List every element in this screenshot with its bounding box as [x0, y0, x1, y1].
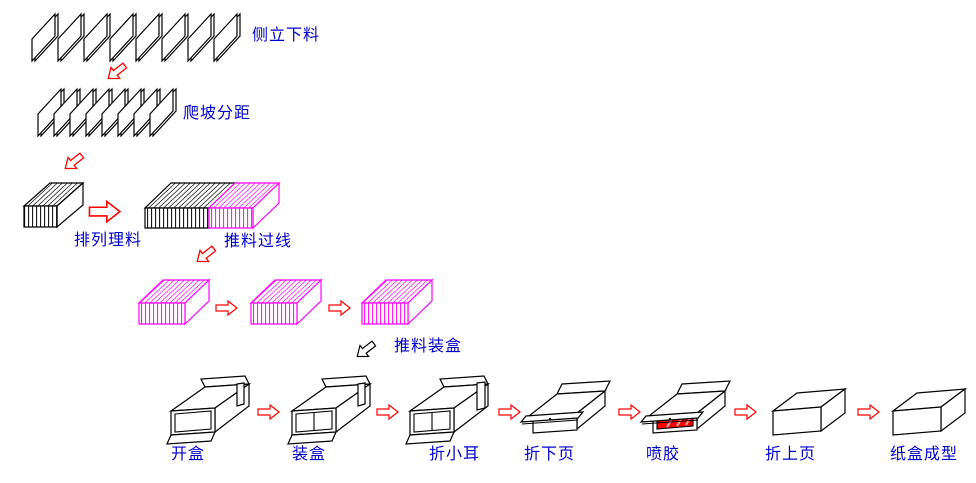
- flow-arrow-right-8-icon: [734, 404, 757, 420]
- flow-arrow-right-1-icon: [88, 200, 121, 223]
- flow-arrow-down-left-3-icon: [192, 242, 219, 268]
- box-fold-lower-flap-icon: [519, 380, 612, 434]
- flow-arrow-down-left-2-icon: [60, 149, 87, 175]
- flow-arrow-right-5-icon: [376, 404, 399, 420]
- plates-row-side-blanking-icon: [31, 13, 241, 62]
- box-open-icon: [166, 375, 252, 445]
- stage-label-open-box: 开盒: [171, 446, 206, 463]
- stage-label-side-blanking: 侧立下料: [252, 27, 321, 44]
- stage-label-arrange-material: 排列理料: [74, 232, 143, 249]
- stage-label-fold-small-ear: 折小耳: [429, 446, 481, 463]
- flow-arrow-right-4-icon: [257, 404, 280, 420]
- stage-label-climb-spacing: 爬坡分距: [183, 105, 252, 122]
- box-loaded-icon: [287, 375, 373, 445]
- stage-label-fold-lower-flap: 折下页: [524, 446, 576, 463]
- box-spray-glue-icon: [639, 380, 732, 434]
- stage-label-load-box: 装盒: [292, 446, 327, 463]
- flow-arrow-right-6-icon: [498, 404, 521, 420]
- box-fold-upper-flap-icon: [770, 387, 848, 436]
- stage-label-fold-upper-flap: 折上页: [765, 446, 817, 463]
- stack-magenta-1-icon: [138, 279, 210, 325]
- box-fold-small-ear-icon: [405, 375, 491, 445]
- stack-magenta-3-icon: [361, 279, 433, 325]
- stack-arranged-icon: [22, 181, 85, 229]
- flow-arrow-down-left-1-icon: [103, 59, 130, 85]
- flow-arrow-down-left-4-icon: [352, 337, 379, 363]
- flow-arrow-right-3-icon: [328, 300, 351, 316]
- stage-label-spray-glue: 喷胶: [646, 446, 681, 463]
- stage-label-push-over-line: 推料过线: [224, 233, 293, 250]
- stack-magenta-2-icon: [250, 279, 322, 325]
- stage-label-carton-formed: 纸盒成型: [890, 446, 959, 463]
- flow-arrow-right-9-icon: [857, 404, 880, 420]
- flow-arrow-right-7-icon: [618, 404, 641, 420]
- flow-arrow-right-2-icon: [215, 300, 238, 316]
- stage-label-push-into-box: 推料装盒: [394, 338, 463, 355]
- stack-push-over-line-icon: [143, 181, 281, 230]
- plates-row-climb-spacing-icon: [37, 88, 177, 137]
- box-carton-formed-icon: [890, 387, 968, 436]
